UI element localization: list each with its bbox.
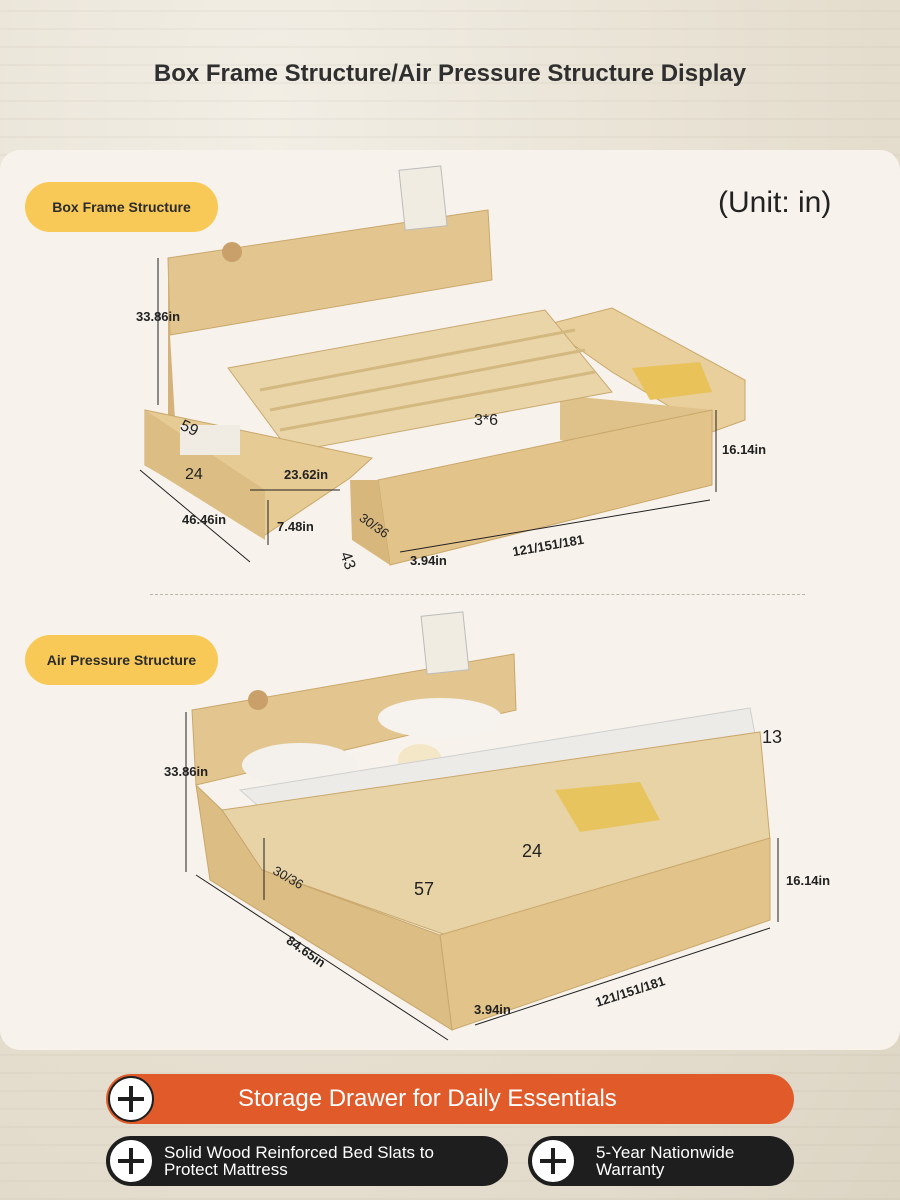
feature-banner-slats: Solid Wood Reinforced Bed Slats to Prote… bbox=[106, 1136, 508, 1186]
plus-icon bbox=[108, 1076, 154, 1122]
plus-icon bbox=[108, 1138, 154, 1184]
feature-slats-text: Solid Wood Reinforced Bed Slats to Prote… bbox=[164, 1143, 434, 1179]
feature-warranty-text: 5-Year Nationwide Warranty bbox=[596, 1143, 735, 1179]
plus-icon bbox=[530, 1138, 576, 1184]
air-pressure-bed-illustration bbox=[185, 611, 779, 1041]
air-height-dim: 33.86in bbox=[164, 764, 209, 779]
unit-label: (Unit: in) bbox=[718, 186, 832, 219]
box-length-dim: 46.46in bbox=[182, 512, 227, 527]
air-inner-length-dim: 57 bbox=[414, 879, 435, 899]
box-frame-label: Box Frame Structure bbox=[25, 182, 218, 232]
box-drawer-side-dim: 7.48in bbox=[277, 519, 314, 534]
air-pressure-label: Air Pressure Structure bbox=[25, 635, 218, 685]
box-frame-bed-illustration bbox=[139, 165, 746, 566]
air-inner-height-dim: 24 bbox=[522, 841, 543, 861]
air-lift-dim: 13 bbox=[762, 727, 783, 747]
box-drawer-height-dim: 24 bbox=[185, 466, 203, 483]
box-height-dim: 33.86in bbox=[136, 309, 181, 324]
box-drawer-inner-dim: 23.62in bbox=[284, 467, 329, 482]
box-slat-dim: 3*6 bbox=[474, 412, 499, 429]
feature-storage-text: Storage Drawer for Daily Essentials bbox=[238, 1085, 617, 1112]
feature-banner-storage: Storage Drawer for Daily Essentials bbox=[106, 1074, 794, 1124]
page-title: Box Frame Structure/Air Pressure Structu… bbox=[153, 60, 747, 87]
air-side-height-dim: 16.14in bbox=[786, 873, 831, 888]
box-side-height-dim: 16.14in bbox=[722, 442, 767, 457]
box-leg-dim: 3.94in bbox=[410, 553, 447, 568]
section-divider bbox=[150, 594, 805, 595]
feature-banner-warranty: 5-Year Nationwide Warranty bbox=[528, 1136, 794, 1186]
air-leg-dim: 3.94in bbox=[474, 1002, 511, 1017]
